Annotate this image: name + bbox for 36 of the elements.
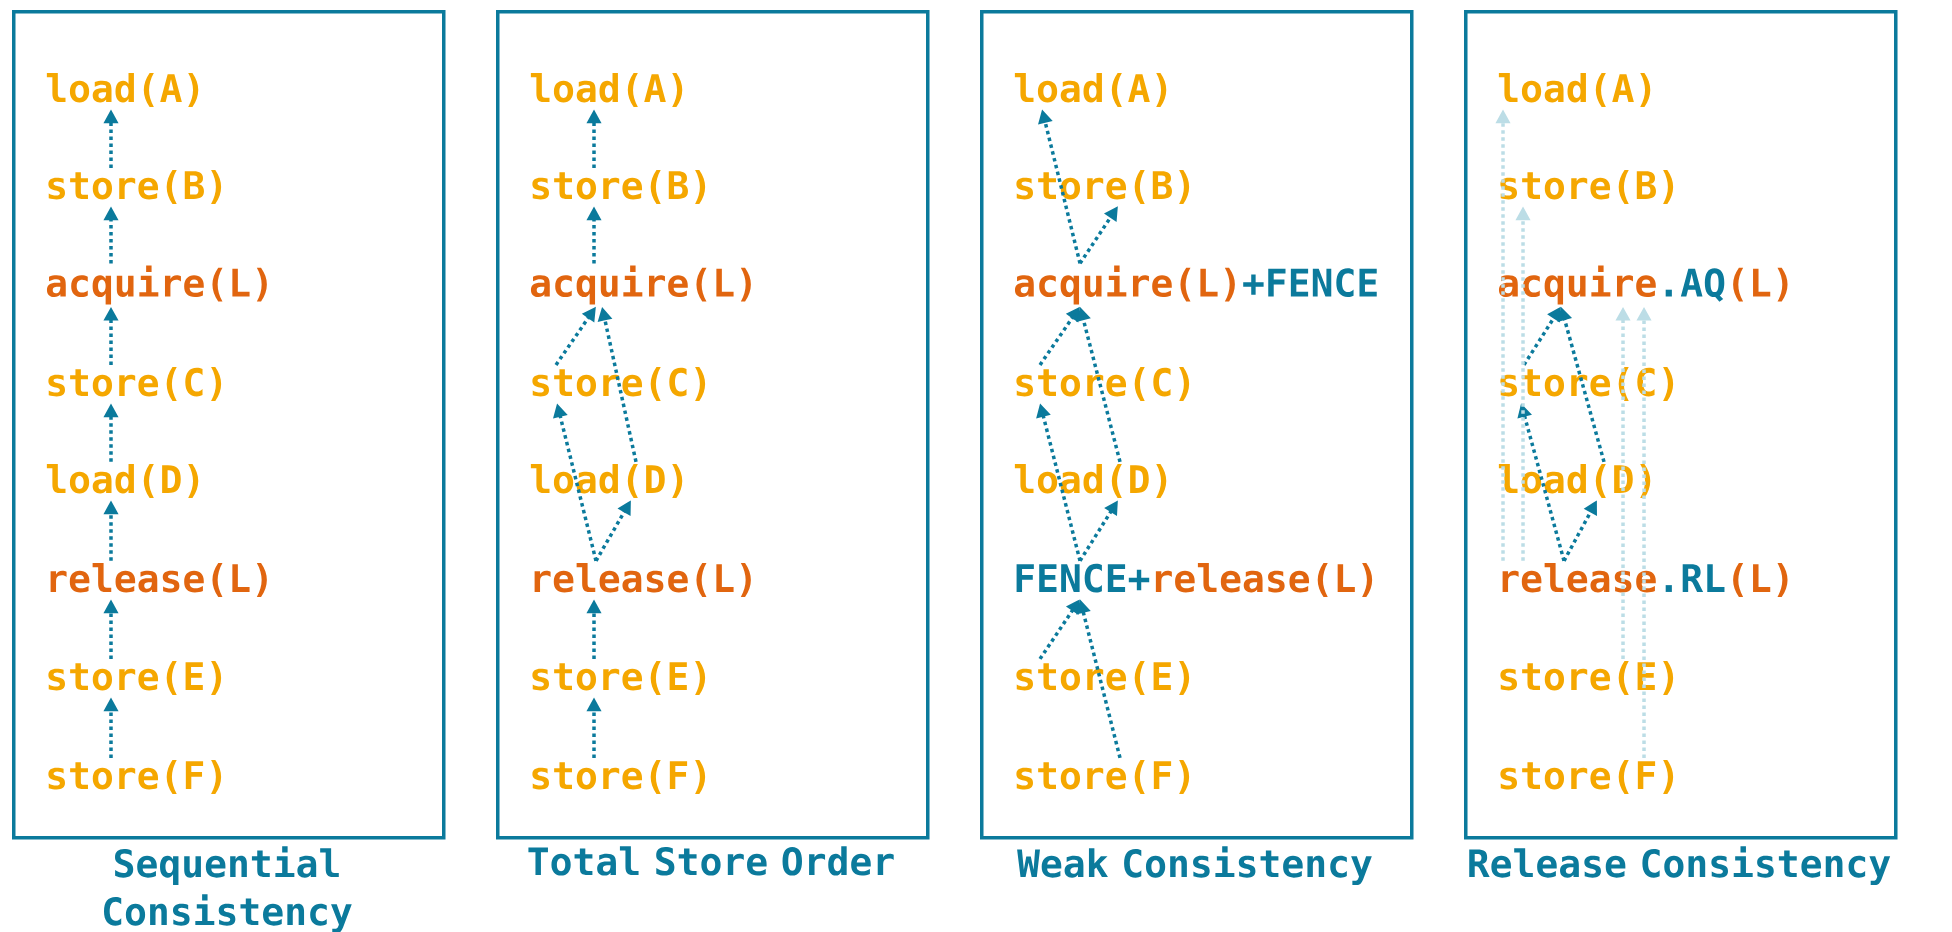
instruction-text: release(L) [50,563,267,597]
panel-caption: Sequential Consistency [104,846,352,932]
instruction-text: store(F) [48,760,222,794]
instruction-text: store(E) [48,661,222,695]
instruction-text: store(F) [532,760,706,794]
panel-caption: Release Consistency [1469,846,1891,885]
instruction-text: store(C) [532,367,706,401]
instruction-text: acquire .AQ (L) [1498,265,1788,305]
instruction-text: store(C) [48,367,222,401]
instruction-text: store(E) [1016,661,1190,695]
instruction-text: store(F) [1500,760,1674,794]
instruction-text: release .RL (L) [1502,563,1788,597]
instruction-text: release(L) [534,563,751,597]
instruction-text: FENCE+ release(L) [1016,563,1373,597]
instruction-text: store(E) [532,661,706,695]
instruction-text: store(B) [48,170,222,204]
instruction-text: store(B) [1016,170,1190,204]
instruction-text: store(F) [1016,760,1190,794]
instruction-text: store(B) [1500,170,1674,204]
instruction-text: load(D) [1498,464,1651,498]
instruction-text: store(B) [532,170,706,204]
instruction-text: load(D) [46,464,199,498]
instruction-text: load(D) [1014,464,1167,498]
instruction-text: store(C) [1500,367,1674,401]
instruction-text: load(A) [1498,73,1651,107]
instruction-text: load(A) [46,73,199,107]
instruction-text: store(E) [1500,661,1674,695]
instruction-text: load(D) [530,464,683,498]
panel-caption: Weak Consistency [1017,846,1372,885]
instruction-text: load(A) [530,73,683,107]
instruction-text: acquire(L) [530,265,751,305]
instruction-text: load(A) [1014,73,1167,107]
panel-caption: Total Store Order [528,846,894,876]
instruction-text: acquire(L) [46,265,267,305]
instruction-text: store(C) [1016,367,1190,401]
instruction-text: acquire(L) +FENCE [1014,265,1377,305]
